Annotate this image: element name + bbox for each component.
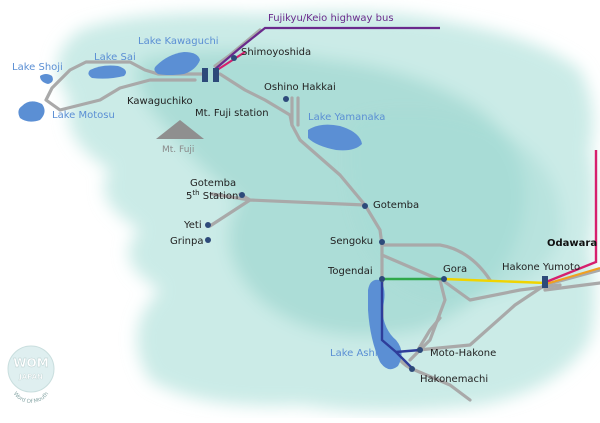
lake-yamanaka-shape	[308, 124, 362, 151]
highway-bus-line	[213, 26, 440, 71]
gotemba-dot	[362, 203, 368, 209]
logo-main-text: WOM	[13, 356, 48, 370]
lake-kawaguchi-label: Lake Kawaguchi	[138, 36, 219, 47]
lake-kawaguchi-shape	[154, 52, 200, 75]
mt-fuji-station-label: Mt. Fuji station	[195, 108, 269, 119]
lake-ashi-shape	[368, 279, 402, 370]
highway-bus-label: Fujikyu/Keio highway bus	[268, 13, 394, 24]
kawaguchiko-label: Kawaguchiko	[127, 96, 193, 107]
yeti-label: Yeti	[183, 220, 202, 231]
ferry-line	[380, 282, 421, 369]
oshino-hakkai-label: Oshino Hakkai	[264, 82, 336, 93]
lake-sai-label: Lake Sai	[94, 52, 136, 63]
logo-ring-text: Word Of Mouth	[12, 391, 51, 405]
odawara-label: Odawara	[547, 238, 597, 249]
road-lakes-loop	[44, 60, 207, 112]
shimoyoshida-dot	[231, 55, 237, 61]
sengoku-label: Sengoku	[330, 236, 373, 247]
lake-shoji-label: Lake Shoji	[12, 62, 63, 73]
moto-hakone-label: Moto-Hakone	[430, 348, 496, 359]
logo-sub-text: JAPAN	[18, 373, 43, 381]
oshino-hakkai-dot	[283, 96, 289, 102]
sengoku-dot	[379, 239, 385, 245]
road-north-loop	[213, 28, 262, 68]
lake-shoji-shape	[40, 74, 53, 84]
mt-fuji-label: Mt. Fuji	[162, 145, 194, 155]
yeti-dot	[205, 222, 211, 228]
road-sengoku-arc	[380, 243, 492, 282]
road-moto-west	[416, 316, 442, 352]
gotemba-5th-label-line2: 5th Station	[186, 189, 238, 202]
lake-sai-shape	[88, 65, 126, 79]
lake-ashi-label: Lake Ashi	[330, 348, 378, 359]
moto-hakone-dot	[417, 347, 423, 353]
shimoyoshida-label: Shimoyoshida	[241, 47, 311, 58]
hakonemachi-dot	[409, 366, 415, 372]
gora-dot	[441, 276, 447, 282]
togendai-label: Togendai	[327, 266, 373, 277]
hakonemachi-label: Hakonemachi	[420, 374, 488, 385]
railway-odawara-pink	[545, 150, 598, 284]
road-moto-hakone-yumoto	[416, 283, 547, 352]
togendai-dot	[379, 276, 385, 282]
wom-japan-logo: WOM JAPAN Word Of Mouth	[7, 345, 55, 405]
hakone-yumoto-station-marker	[542, 276, 548, 288]
lakes	[18, 52, 402, 370]
road-yamanaka-loop	[290, 96, 300, 127]
road-hakonemachi-south	[408, 366, 472, 402]
lake-motosu-label: Lake Motosu	[52, 110, 115, 121]
gotemba-5th-label-line1: Gotemba	[190, 178, 236, 189]
lake-yamanaka-label: Lake Yamanaka	[308, 112, 385, 123]
gotemba-label: Gotemba	[373, 200, 419, 211]
grinpa-label: Grinpa	[170, 236, 203, 247]
hakone-yumoto-label: Hakone Yumoto	[502, 262, 580, 273]
watercolor-background	[57, 11, 595, 412]
kawaguchiko-station-marker	[202, 68, 208, 82]
gotemba-5th-superscript: th	[192, 189, 199, 197]
gotemba-5th-dot	[239, 192, 245, 198]
lake-motosu-shape	[18, 101, 45, 122]
mountain-icon	[156, 120, 204, 139]
railway-hakone-tozan	[443, 277, 547, 285]
gora-label: Gora	[443, 264, 467, 275]
road-sengoku-gora	[380, 253, 447, 362]
mt-fuji-station-marker	[213, 68, 219, 82]
railway-odawara-orange	[545, 266, 600, 286]
railway-fuji-pink	[213, 51, 246, 73]
grinpa-dot	[205, 237, 211, 243]
